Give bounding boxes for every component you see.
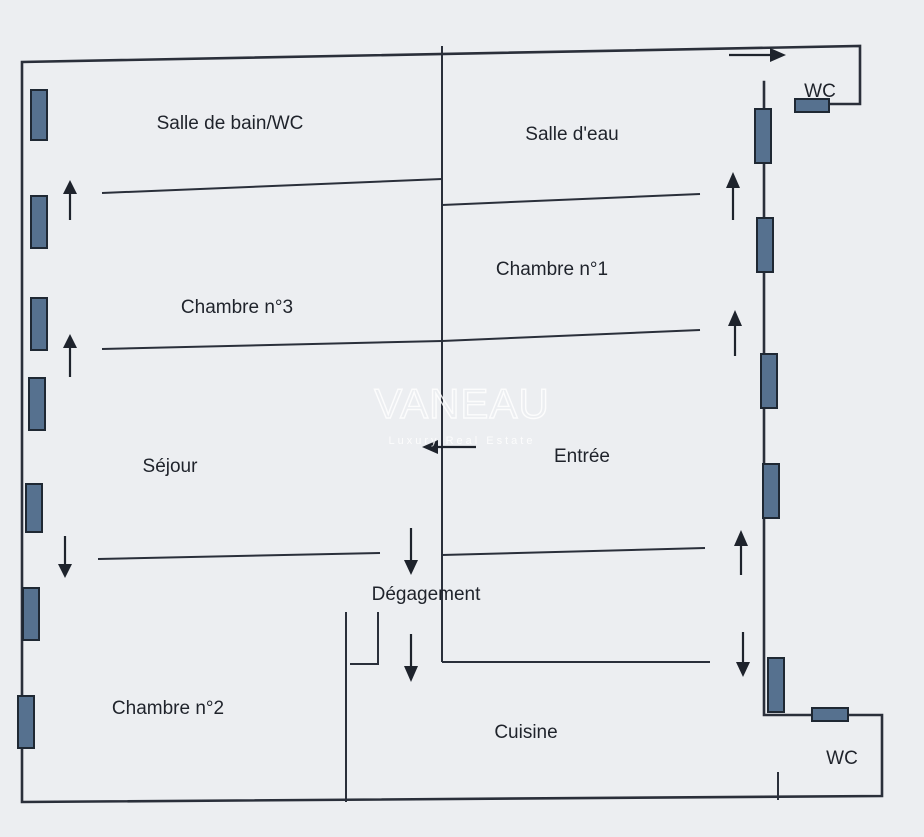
partition-ch1-entree xyxy=(441,329,701,342)
watermark-tagline: Luxury Real Estate xyxy=(389,435,536,447)
room-label-wc-top: WC xyxy=(804,81,836,102)
window-left-4 xyxy=(28,377,46,431)
room-label-entree: Entrée xyxy=(554,446,610,467)
room-label-sejour: Séjour xyxy=(143,456,199,477)
window-right-4 xyxy=(762,463,780,519)
arrow-right-icon xyxy=(729,48,786,62)
partition-sejour-ch2 xyxy=(97,552,381,560)
window-right-5 xyxy=(767,657,785,713)
arrow-down-icon xyxy=(736,632,750,677)
arrow-down-icon xyxy=(404,528,418,575)
room-label-salle-de-bain: Salle de bain/WC xyxy=(157,113,304,134)
window-left-1 xyxy=(30,89,48,141)
window-right-1 xyxy=(754,108,772,164)
partition-ch3-sejour xyxy=(101,340,443,350)
room-label-chambre-3: Chambre n°3 xyxy=(181,297,293,318)
interior-partitions xyxy=(97,46,779,802)
arrow-down-icon xyxy=(404,634,418,682)
window-right-2 xyxy=(756,217,774,273)
arrow-up-icon xyxy=(63,180,77,220)
room-label-degagement: Dégagement xyxy=(372,584,482,605)
room-label-chambre-1: Chambre n°1 xyxy=(496,259,608,280)
room-label-wc-bottom: WC xyxy=(826,748,858,769)
watermark: VANEAU Luxury Real Estate xyxy=(373,379,550,447)
windows xyxy=(17,89,849,749)
window-left-7 xyxy=(17,695,35,749)
window-wc-bottom xyxy=(811,707,849,722)
arrow-up-icon xyxy=(63,334,77,377)
arrow-up-icon xyxy=(734,530,748,575)
window-left-2 xyxy=(30,195,48,249)
window-left-6 xyxy=(22,587,40,641)
partition-eau-ch1 xyxy=(441,193,701,206)
partition-bath-ch3 xyxy=(101,178,443,194)
arrow-up-icon xyxy=(726,172,740,220)
room-labels: Salle de bain/WC Salle d'eau WC Chambre … xyxy=(112,81,858,769)
window-left-3 xyxy=(30,297,48,351)
window-left-5 xyxy=(25,483,43,533)
partition-entree-bottom xyxy=(441,547,706,556)
arrow-left-icon xyxy=(422,440,476,454)
arrow-down-icon xyxy=(58,536,72,578)
watermark-brand: VANEAU xyxy=(374,380,550,427)
room-label-cuisine: Cuisine xyxy=(494,722,557,743)
room-label-salle-d-eau: Salle d'eau xyxy=(525,124,618,145)
partition-kitchen-ch2 xyxy=(345,612,379,802)
arrows xyxy=(58,48,786,682)
arrow-up-icon xyxy=(728,310,742,356)
room-label-chambre-2: Chambre n°2 xyxy=(112,698,224,719)
window-right-3 xyxy=(760,353,778,409)
window-wc-top xyxy=(794,98,830,113)
